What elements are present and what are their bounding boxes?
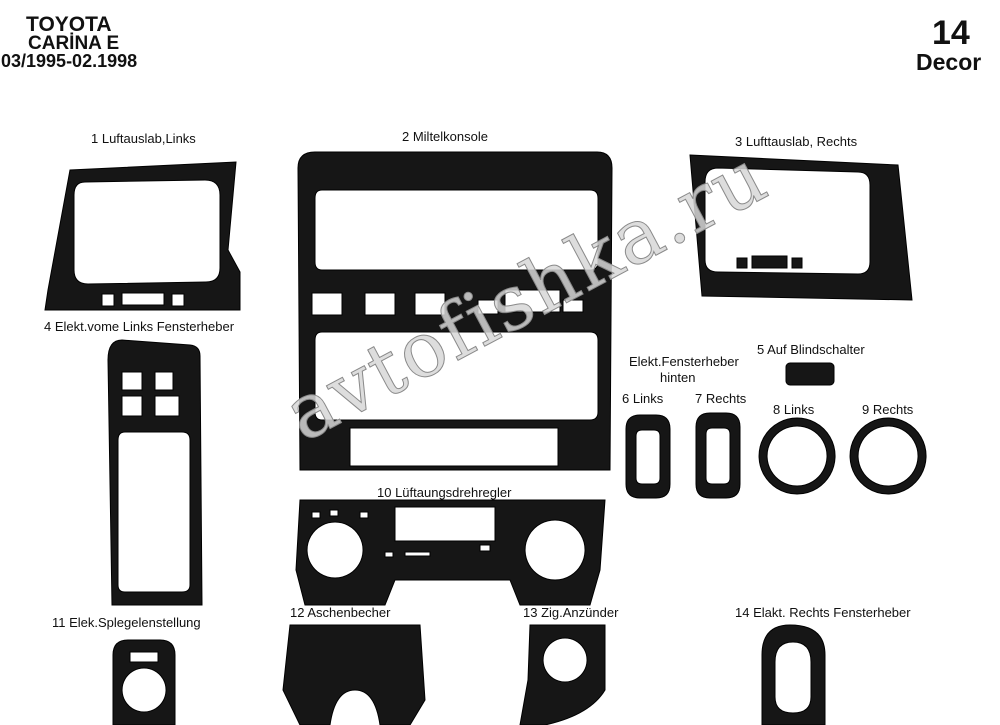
label-part-9: 9 Rechts <box>862 402 914 417</box>
model-title: CARİNA E <box>28 33 120 54</box>
part-5-blind-switch <box>785 362 835 386</box>
label-part-4: 4 Elekt.vome Links Fensterheber <box>44 319 235 334</box>
label-part-2: 2 Miltelkonsole <box>402 129 488 144</box>
make-title: TOYOTA <box>26 13 112 36</box>
part-3-air-vent-right <box>689 154 913 301</box>
label-part-3: 3 Lufttauslab, Rechts <box>735 134 858 149</box>
part-14-right-window-switch <box>761 624 826 725</box>
label-part-13: 13 Zig.Anzünder <box>523 605 619 620</box>
part-4-front-left-window-switch <box>107 339 203 606</box>
part-8-ring-left <box>758 417 836 495</box>
label-part-12: 12 Aschenbecher <box>290 605 391 620</box>
kit-type: Decor <box>916 49 982 75</box>
part-13-cigarette-lighter <box>519 624 606 725</box>
part-1-air-vent-left <box>44 161 241 311</box>
label-part-1: 1 Luftauslab,Links <box>91 131 196 146</box>
label-part-11: 11 Elek.Splegelenstellung <box>52 615 201 630</box>
part-10-ventilation-knob-panel <box>295 499 606 606</box>
label-part-5: 5 Auf Blindschalter <box>757 342 865 357</box>
label-part-7: 7 Rechts <box>695 391 747 406</box>
part-7-rear-right-window-switch <box>695 412 741 499</box>
years-title: 03/1995-02.1998 <box>1 51 138 71</box>
piece-count: 14 <box>932 14 970 52</box>
label-part-10: 10 Lüftaungsdrehregler <box>377 485 512 500</box>
part-6-rear-left-window-switch <box>625 414 671 499</box>
label-rear-group-line1: Elekt.Fensterheber <box>629 354 739 369</box>
part-12-ashtray <box>282 624 426 725</box>
part-11-mirror-adjust <box>112 639 176 725</box>
label-part-14: 14 Elakt. Rechts Fensterheber <box>735 605 911 620</box>
label-part-6: 6 Links <box>622 391 664 406</box>
part-2-center-console <box>297 151 613 471</box>
label-part-8: 8 Links <box>773 402 815 417</box>
part-9-ring-right <box>849 417 927 495</box>
label-rear-group-line2: hinten <box>660 370 696 385</box>
